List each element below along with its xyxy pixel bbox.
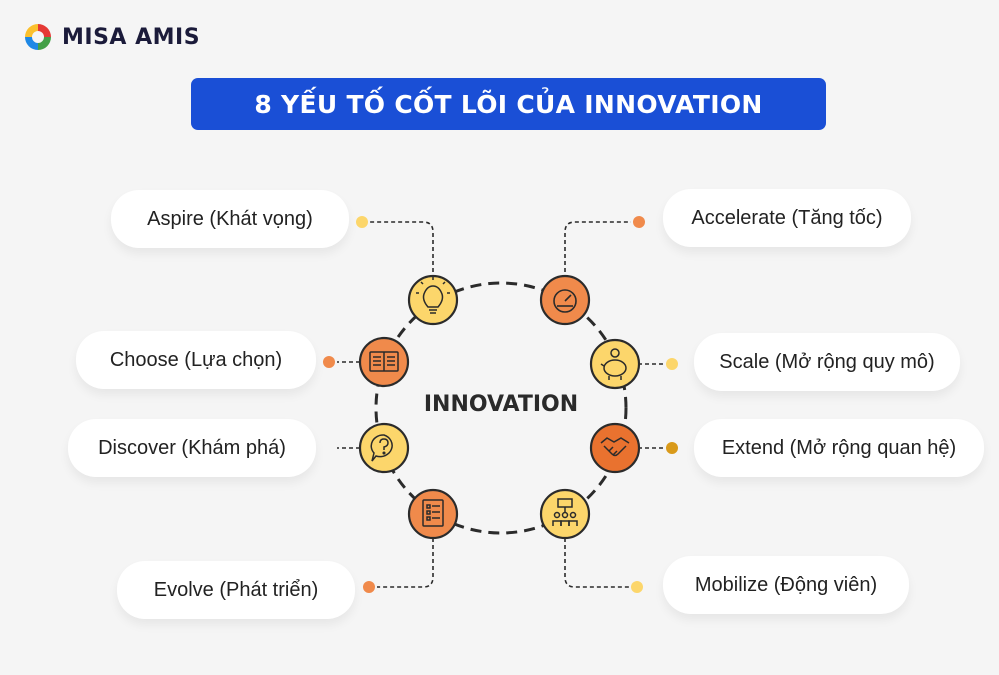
node-choose (358, 336, 410, 388)
node-evolve (407, 488, 459, 540)
pill-mobilize: Mobilize (Động viên) (663, 556, 909, 614)
pill-label: Discover (Khám phá) (98, 436, 286, 459)
handshake-icon (600, 437, 630, 457)
dot-scale (666, 358, 678, 370)
pill-extend: Extend (Mở rộng quan hệ) (694, 419, 984, 477)
pill-choose: Choose (Lựa chọn) (76, 331, 316, 389)
brand-logo: MISA AMIS (22, 20, 200, 54)
pill-label: Scale (Mở rộng quy mô) (719, 350, 935, 373)
pill-label: Accelerate (Tăng tốc) (691, 206, 883, 229)
pill-label: Aspire (Khát vọng) (147, 207, 313, 230)
dot-aspire (356, 216, 368, 228)
dot-evolve (363, 581, 375, 593)
node-mobilize (539, 488, 591, 540)
center-ring (374, 281, 628, 535)
pill-label: Evolve (Phát triển) (153, 578, 319, 601)
pill-scale: Scale (Mở rộng quy mô) (694, 333, 960, 391)
checklist-icon (422, 499, 444, 527)
node-accelerate (539, 274, 591, 326)
speedometer-icon (553, 289, 577, 313)
connector-aspire (370, 221, 434, 279)
connector-evolve (377, 538, 434, 588)
connector-accelerate (564, 221, 631, 279)
dot-mobilize (631, 581, 643, 593)
piggy-bank-icon (600, 348, 627, 380)
diagram-title: 8 YẾU TỐ CỐT LÕI CỦA INNOVATION (254, 89, 763, 119)
question-bubble-icon (370, 434, 393, 462)
brand-name: MISA AMIS (62, 24, 201, 50)
pill-discover: Discover (Khám phá) (68, 419, 316, 477)
misa-logo-icon (25, 24, 51, 50)
pill-label: Mobilize (Động viên) (694, 573, 878, 596)
pill-label: Extend (Mở rộng quan hệ) (721, 436, 957, 459)
dot-accelerate (633, 216, 645, 228)
pill-evolve: Evolve (Phát triển) (117, 561, 355, 619)
pill-aspire: Aspire (Khát vọng) (111, 190, 349, 248)
dot-choose (323, 356, 335, 368)
title-banner: 8 YẾU TỐ CỐT LÕI CỦA INNOVATION (191, 78, 826, 130)
node-scale (589, 338, 641, 390)
center-label: INNOVATION (423, 392, 579, 417)
team-chart-icon (552, 498, 578, 526)
connector-mobilize (564, 538, 631, 588)
book-icon (369, 351, 399, 372)
lightbulb-icon (416, 277, 450, 314)
pill-accelerate: Accelerate (Tăng tốc) (663, 189, 911, 247)
pill-label: Choose (Lựa chọn) (109, 348, 283, 371)
node-aspire (407, 274, 459, 326)
node-discover (358, 422, 410, 474)
node-extend (589, 422, 641, 474)
dot-extend (666, 442, 678, 454)
